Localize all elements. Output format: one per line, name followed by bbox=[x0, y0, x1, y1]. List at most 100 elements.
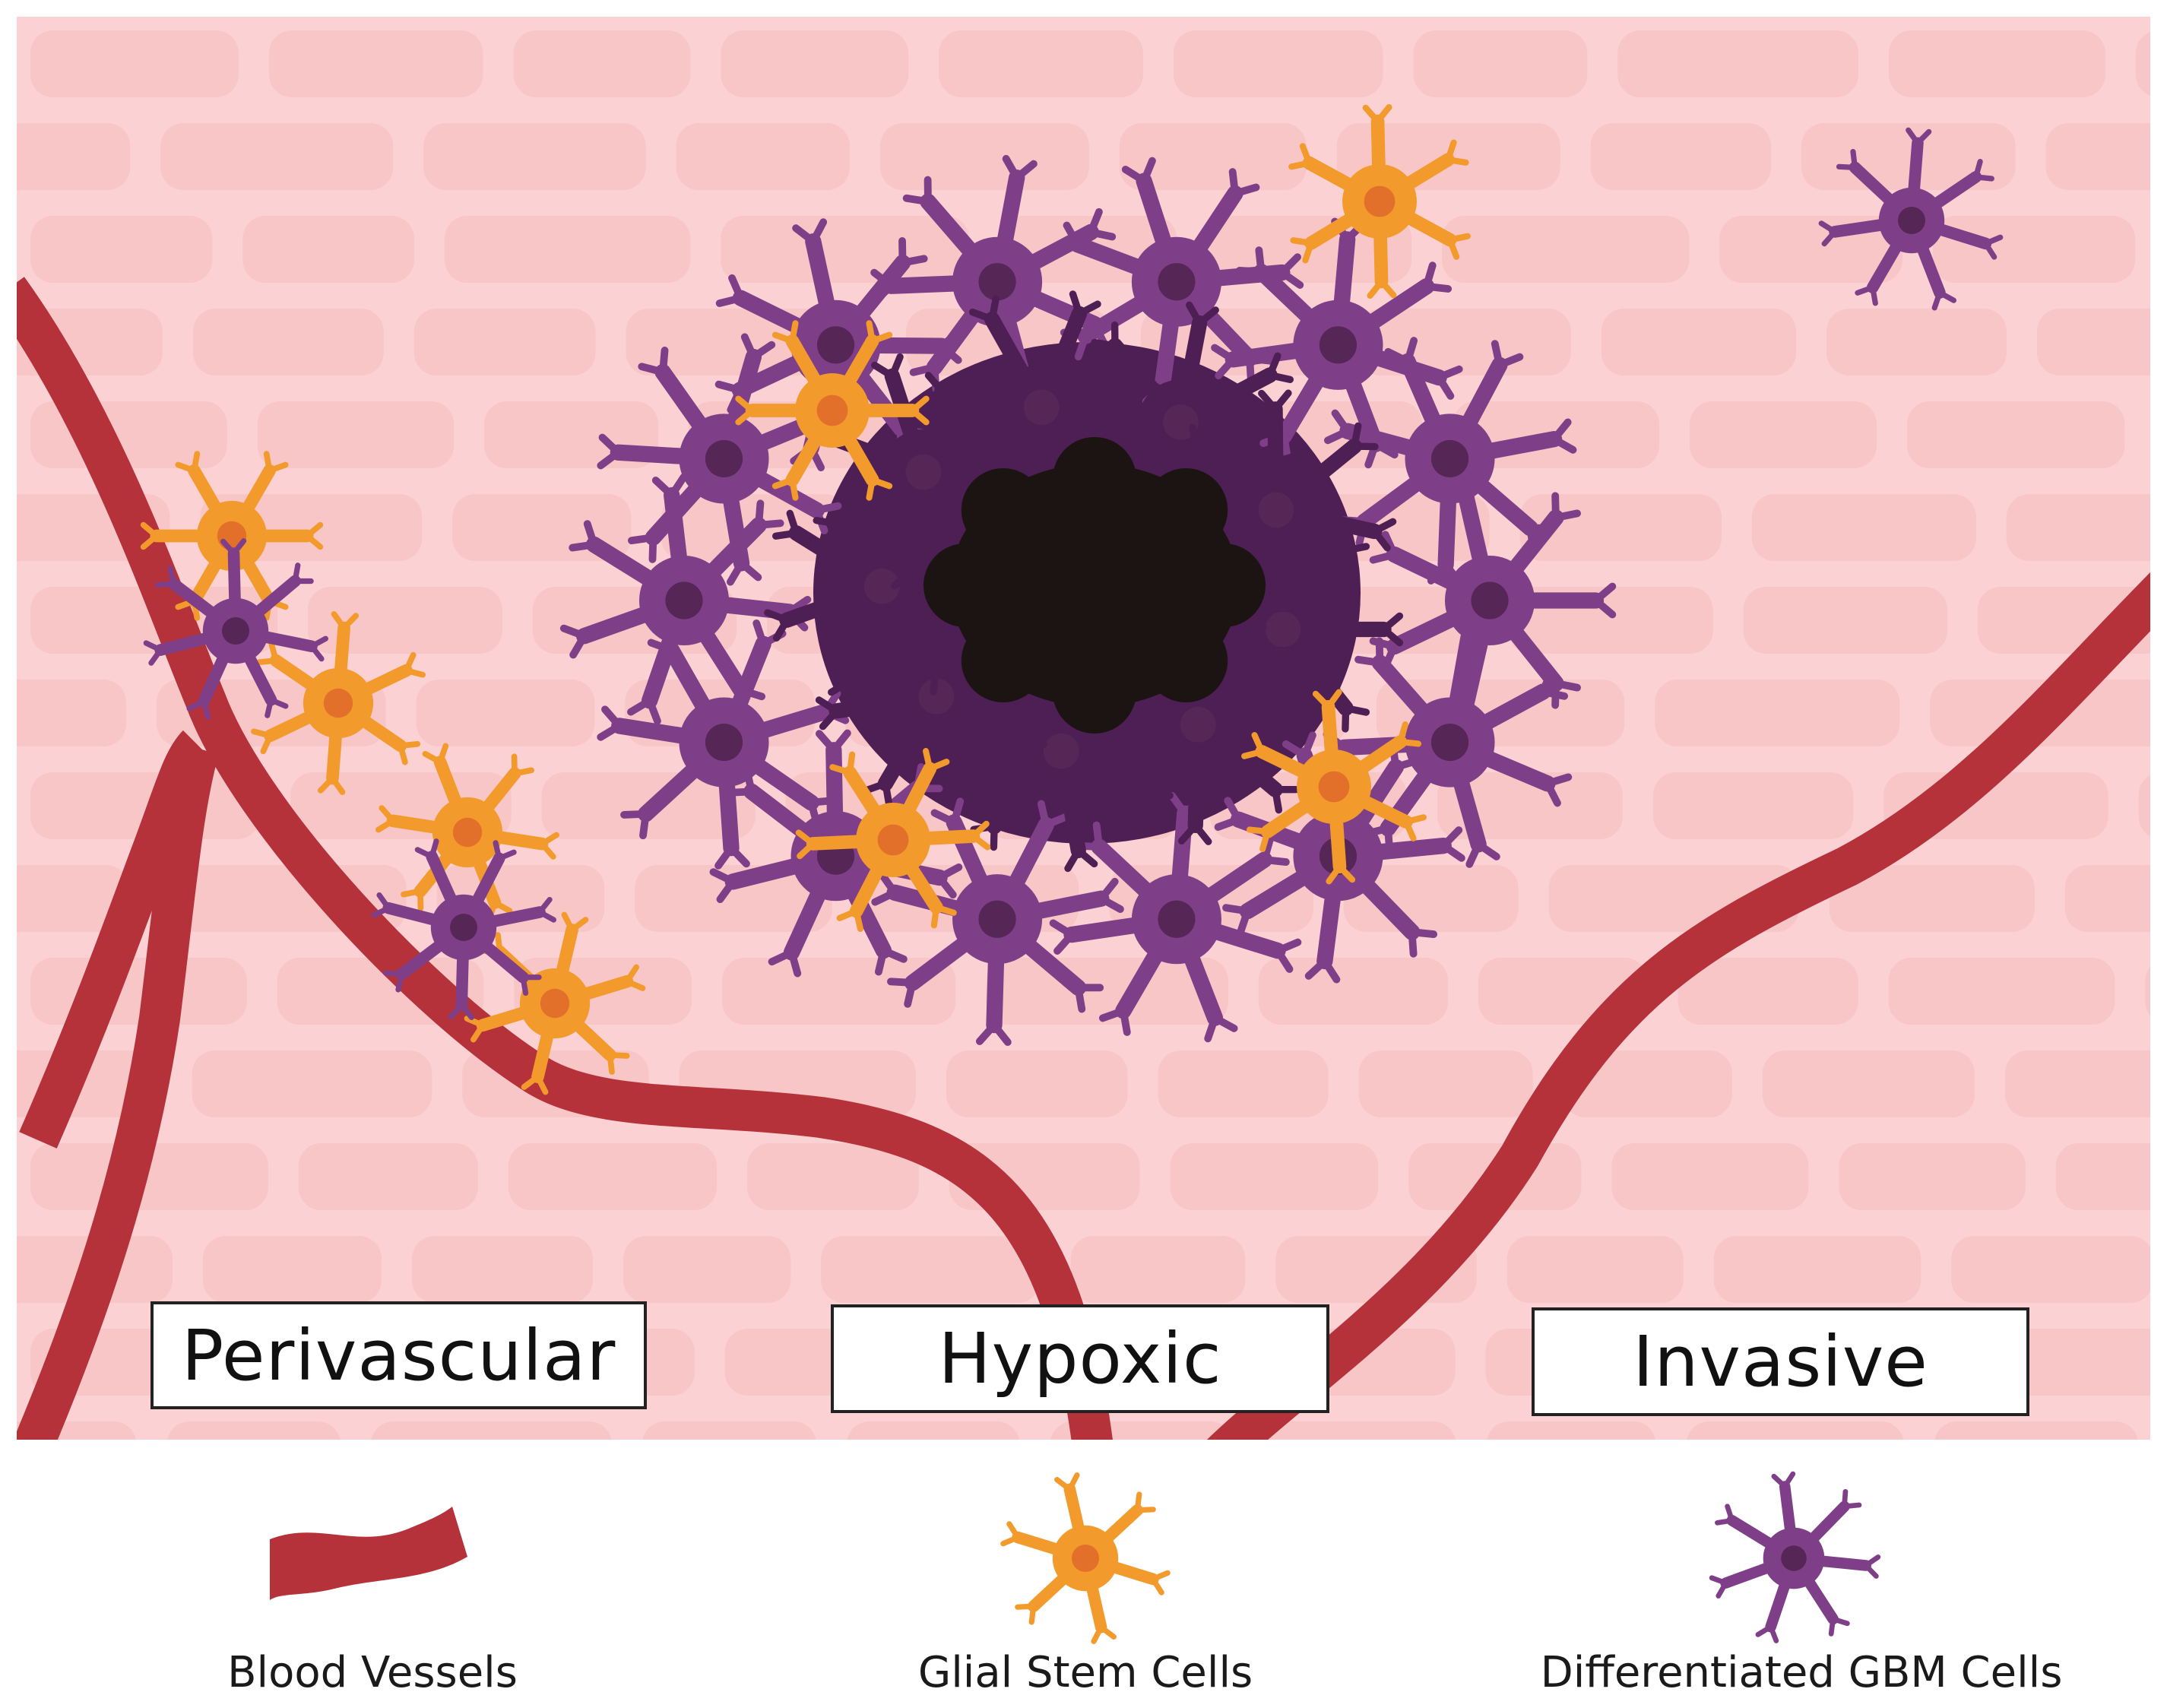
cell-branch bbox=[383, 970, 405, 978]
tissue-brick bbox=[17, 865, 129, 932]
cell-branch bbox=[1422, 282, 1453, 293]
cell-branch bbox=[1850, 148, 1858, 170]
cell-branch bbox=[1015, 1603, 1037, 1610]
cell-branch bbox=[1342, 704, 1350, 733]
cell-branch bbox=[878, 870, 899, 897]
tissue-brick bbox=[1119, 123, 1307, 190]
cell-branch bbox=[1064, 847, 1082, 873]
cell-branch bbox=[624, 978, 646, 991]
cell-branch bbox=[930, 667, 940, 696]
necrotic-lobe bbox=[924, 543, 1007, 627]
cell-branch bbox=[1435, 373, 1455, 400]
tissue-brick bbox=[1994, 1329, 2150, 1396]
cell-branch bbox=[230, 538, 247, 556]
tissue-brick bbox=[1826, 309, 2007, 376]
tissue-brick bbox=[1590, 123, 1771, 190]
cell-branch bbox=[1440, 841, 1465, 862]
cell-branch bbox=[975, 1021, 998, 1045]
tissue-brick bbox=[2138, 775, 2150, 837]
tissue-brick bbox=[513, 30, 691, 97]
cell-branch bbox=[909, 407, 930, 426]
tumor-cluster bbox=[559, 103, 1617, 1046]
cell-branch bbox=[862, 780, 889, 794]
cell-branch bbox=[1278, 268, 1304, 289]
cell-nucleus bbox=[978, 900, 1016, 938]
cell-branch bbox=[403, 667, 426, 678]
cell-branch bbox=[1381, 531, 1399, 559]
cell-nucleus bbox=[1180, 706, 1216, 743]
tissue-brick bbox=[2055, 1143, 2150, 1210]
tissue-brick bbox=[676, 123, 850, 190]
cell-branch bbox=[1915, 128, 1932, 146]
tissue-brick bbox=[1713, 1236, 1921, 1303]
tissue-brick bbox=[2155, 401, 2167, 468]
cell-branch bbox=[1060, 409, 1084, 429]
tissue-brick bbox=[2145, 966, 2150, 1016]
cell-branch bbox=[1150, 1576, 1164, 1596]
cell-branch bbox=[795, 829, 816, 848]
tissue-brick bbox=[1506, 1236, 1684, 1303]
tissue-brick bbox=[30, 216, 213, 283]
cell-branch bbox=[1293, 701, 1319, 719]
cell-branch bbox=[521, 1073, 541, 1090]
tissue-brick bbox=[1655, 680, 1900, 746]
tissue-brick bbox=[1617, 30, 1858, 97]
cell-branch bbox=[1274, 946, 1294, 973]
cell-branch bbox=[869, 331, 893, 344]
cell-branch bbox=[601, 705, 623, 730]
gbm-cell bbox=[597, 619, 850, 870]
cell-branch bbox=[1189, 423, 1201, 452]
tissue-brick bbox=[1487, 1421, 1656, 1440]
tissue-brick bbox=[298, 1143, 478, 1210]
glial-stem-cell bbox=[375, 743, 560, 922]
tissue-brick bbox=[308, 587, 502, 654]
cell-branch bbox=[1782, 1471, 1796, 1489]
cell-branch bbox=[1145, 796, 1161, 823]
cell-branch bbox=[866, 477, 876, 501]
cell-branch bbox=[1290, 237, 1315, 246]
cell-branch bbox=[735, 395, 756, 414]
cell-branch bbox=[1097, 895, 1124, 913]
cell-branch bbox=[1539, 688, 1569, 700]
tissue-brick bbox=[821, 1236, 1041, 1303]
tissue-brick bbox=[1652, 772, 1854, 839]
cell-branch bbox=[1251, 732, 1266, 755]
cell-nucleus bbox=[705, 723, 743, 762]
cell-nucleus bbox=[452, 817, 483, 848]
cell-branch bbox=[1260, 856, 1290, 866]
cell-nucleus bbox=[1781, 1545, 1807, 1571]
cell-nucleus bbox=[1043, 733, 1079, 769]
tissue-brick bbox=[1762, 1050, 1975, 1117]
cell-branch bbox=[304, 533, 324, 550]
cell-branch bbox=[401, 888, 423, 898]
gbm-cell-icon bbox=[1709, 1471, 1881, 1643]
cell-branch bbox=[936, 873, 957, 899]
cell-branch bbox=[1464, 620, 1489, 642]
cell-branch bbox=[309, 643, 325, 662]
cell-branch bbox=[768, 949, 796, 966]
cell-branch bbox=[1495, 353, 1524, 369]
gbm-cell bbox=[1211, 217, 1463, 469]
tissue-brick bbox=[192, 1050, 432, 1117]
cell-branch bbox=[714, 380, 744, 395]
cell-branch bbox=[429, 838, 439, 860]
glial-stem-cell bbox=[1241, 689, 1427, 885]
cell-branch bbox=[1592, 597, 1617, 619]
cell-branch bbox=[870, 268, 895, 290]
cell-branch bbox=[988, 295, 1000, 323]
glial-stem-cell bbox=[251, 611, 426, 795]
tissue-brick bbox=[946, 1050, 1128, 1117]
tissue-brick bbox=[257, 401, 455, 468]
cell-branch bbox=[659, 347, 669, 376]
tissue-brick bbox=[1678, 958, 1858, 1025]
tissue-brick bbox=[1437, 772, 1623, 839]
cell-branch bbox=[1271, 389, 1292, 413]
cell-nucleus bbox=[665, 581, 703, 620]
cell-branch bbox=[771, 477, 796, 490]
cell-branch bbox=[764, 609, 791, 624]
glial-stem-cell-icon bbox=[1000, 1472, 1171, 1644]
cell-branch bbox=[1842, 1502, 1862, 1510]
necrotic-lobe bbox=[961, 468, 1045, 553]
cell-branch bbox=[1098, 1006, 1127, 1022]
